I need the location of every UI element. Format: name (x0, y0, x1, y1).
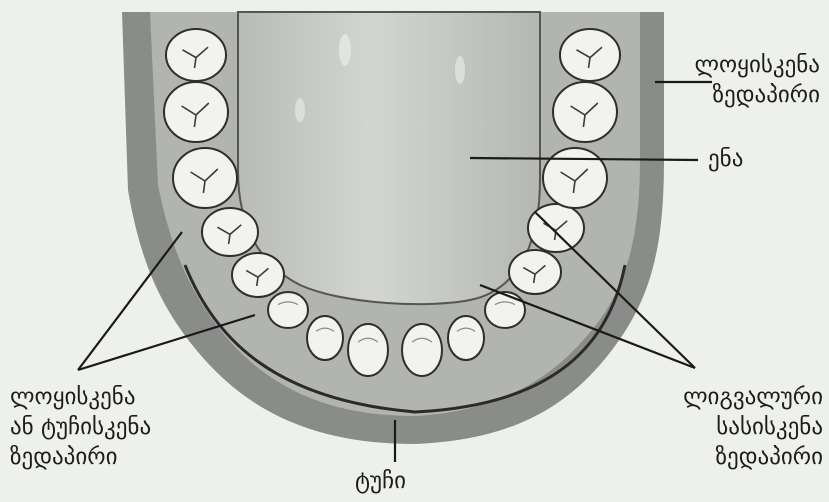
label-lip-text: ტუჩი (355, 466, 406, 496)
label-lip: ტუჩი (355, 466, 406, 496)
tooth-incisor (307, 316, 343, 360)
tooth-molar (560, 29, 620, 81)
label-buccal-labial-line-3: ზედაპირი (10, 442, 151, 472)
tooth-premolar (509, 250, 561, 294)
label-lingual-line-3: ზედაპირი (640, 442, 823, 472)
label-buccal-labial-surface: ლოყისკენა ან ტუჩისკენა ზედაპირი (10, 382, 151, 472)
label-buccal-surface-line-1: ლოყისკენა (660, 50, 820, 80)
label-buccal-surface-line-2: ზედაპირი (660, 80, 820, 110)
tooth-molar (553, 82, 617, 142)
label-buccal-labial-line-2: ან ტუჩისკენა (10, 412, 151, 442)
tooth-canine (485, 292, 525, 328)
tooth-incisor (402, 324, 442, 376)
tooth-premolar (528, 204, 584, 252)
tooth-incisor (448, 316, 484, 360)
tooth-canine (268, 292, 308, 328)
label-buccal-surface: ლოყისკენა ზედაპირი (660, 50, 820, 110)
label-tongue-text: ენა (708, 144, 743, 174)
label-lingual-line-1: ლიგვალური (640, 382, 823, 412)
tooth-molar (166, 29, 226, 81)
label-lingual-surface: ლიგვალური სასისკენა ზედაპირი (640, 382, 823, 472)
label-tongue: ენა (708, 144, 743, 174)
label-buccal-labial-line-1: ლოყისკენა (10, 382, 151, 412)
tooth-premolar (202, 208, 258, 256)
tooth-molar (543, 148, 607, 208)
tooth-molar (164, 82, 228, 142)
label-lingual-line-2: სასისკენა (640, 412, 823, 442)
tooth-incisor (348, 324, 388, 376)
tooth-molar (173, 148, 237, 208)
tooth-premolar (232, 253, 284, 297)
